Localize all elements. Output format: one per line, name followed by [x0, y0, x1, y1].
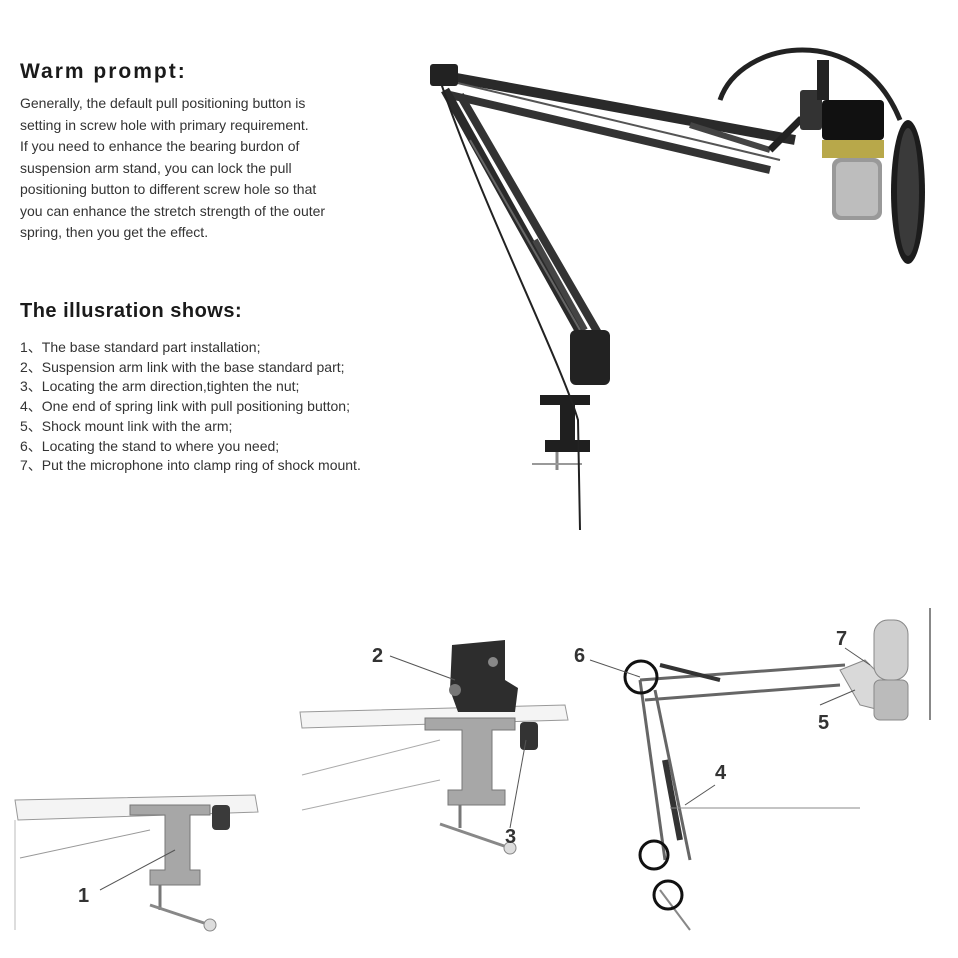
warm-prompt-line: spring, then you get the effect. — [20, 224, 209, 240]
warm-prompt-title: Warm prompt: — [20, 60, 187, 83]
mic-arm-photo — [430, 47, 925, 531]
step-item: 6、Locating the stand to where you need; — [20, 437, 280, 454]
step4-arm-drawing — [589, 608, 931, 931]
illustration-title: The illusration shows: — [20, 300, 243, 322]
step-item: 1、The base standard part installation; — [20, 339, 261, 355]
step-item: 5、Shock mount link with the arm; — [20, 417, 233, 434]
warm-prompt-line: Generally, the default pull positioning … — [20, 95, 306, 111]
label-2: 2 — [372, 645, 384, 667]
warm-prompt-line: If you need to enhance the bearing burdo… — [20, 138, 300, 154]
warm-prompt-line: suspension arm stand, you can lock the p… — [20, 159, 292, 176]
step-item: 4、One end of spring link with pull posit… — [20, 398, 350, 415]
step-item: 2、Suspension arm link with the base stan… — [20, 358, 345, 375]
label-4: 4 — [715, 762, 727, 784]
step-item: 3、Locating the arm direction,tighten the… — [20, 378, 300, 395]
step2-mount-drawing — [299, 640, 569, 855]
warm-prompt-line: positioning button to different screw ho… — [20, 181, 317, 197]
step1-clamp-drawing — [14, 794, 259, 932]
warm-prompt-paragraph: Generally, the default pull positioning … — [20, 93, 400, 244]
label-6: 6 — [574, 645, 586, 667]
label-1: 1 — [78, 885, 90, 907]
label-3: 3 — [505, 826, 517, 848]
warm-prompt-line: you can enhance the stretch strength of … — [20, 202, 326, 219]
label-5: 5 — [818, 712, 830, 734]
illustration-steps: 1、The base standard part installation; 2… — [20, 338, 361, 476]
step-item: 7、Put the microphone into clamp ring of … — [20, 457, 361, 474]
warm-prompt-line: setting in screw hole with primary requi… — [20, 116, 309, 133]
label-7: 7 — [836, 628, 848, 650]
